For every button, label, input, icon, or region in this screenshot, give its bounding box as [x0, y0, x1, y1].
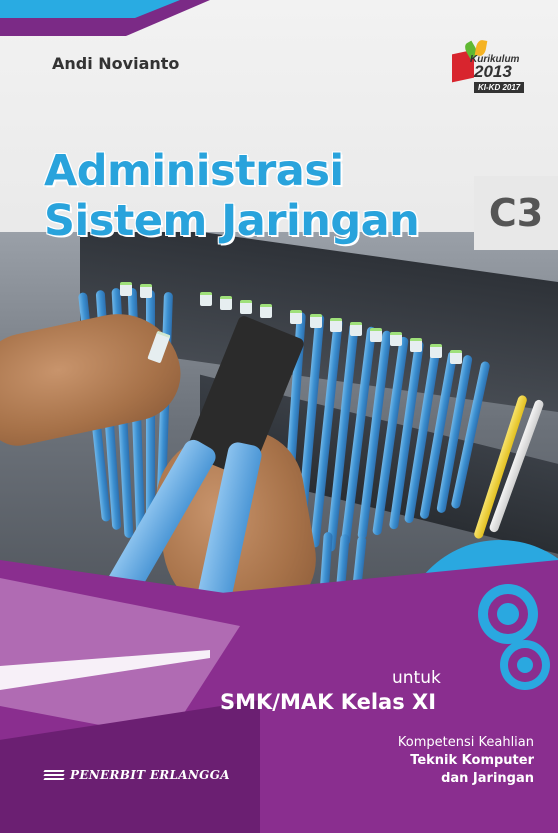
competency-block: Kompetensi Keahlian Teknik Komputer dan …: [398, 734, 534, 788]
competency-label: Kompetensi Keahlian: [397, 735, 534, 750]
level-label: SMK/MAK Kelas XI: [220, 690, 437, 714]
curriculum-label: Kurikulum: [470, 54, 520, 65]
book-title: Administrasi Sistem Jaringan: [44, 146, 420, 246]
curriculum-subtitle: KI-KD 2017: [474, 82, 525, 93]
publisher: PENERBIT ERLANGGA: [43, 768, 230, 782]
competency-line-2: dan Jaringan: [441, 771, 534, 786]
curriculum-logo-icon: Kurikulum 2013 KI-KD 2017: [452, 39, 534, 98]
for-label: untuk: [392, 668, 441, 688]
volume-badge: C3: [474, 176, 558, 250]
competency-line-1: Teknik Komputer: [410, 753, 534, 768]
top-cyan-stripe: [0, 0, 180, 18]
title-line-2: Sistem Jaringan: [44, 196, 420, 246]
curriculum-year: 2013: [474, 62, 512, 81]
publisher-name: PENERBIT ERLANGGA: [70, 768, 230, 782]
title-line-1: Administrasi: [44, 146, 344, 196]
publisher-logo-icon: [43, 769, 65, 781]
author-name: Andi Novianto: [52, 54, 180, 73]
